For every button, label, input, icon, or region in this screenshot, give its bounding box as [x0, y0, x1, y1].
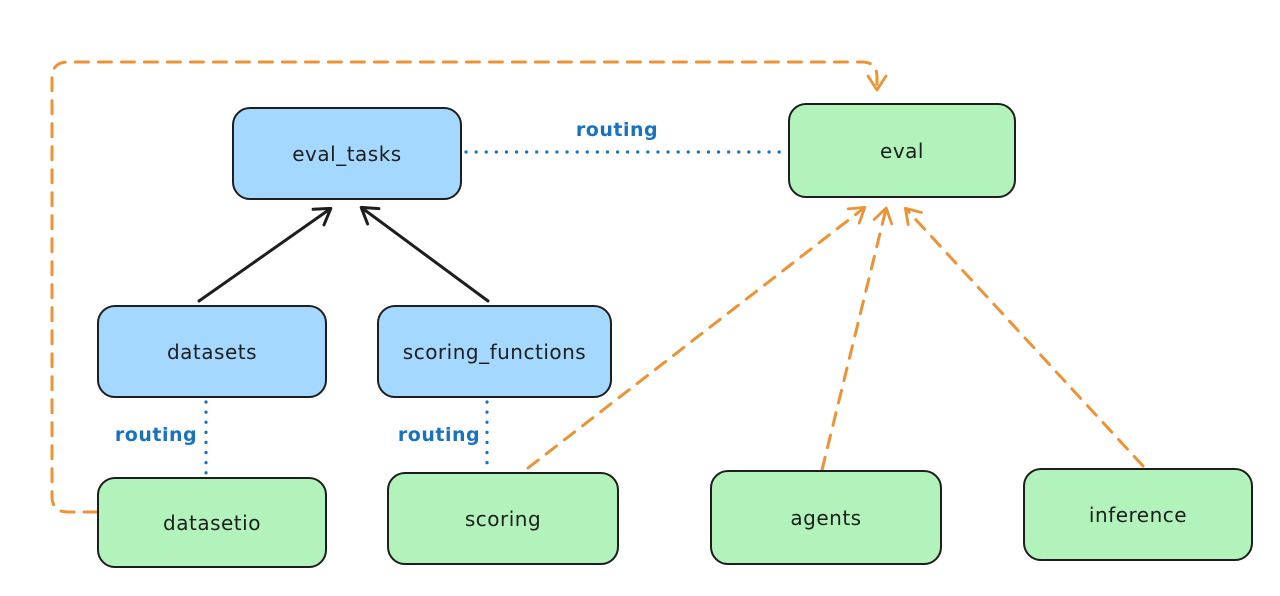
node-agents-label: agents — [790, 505, 862, 530]
routing-label-scoring-functions-scoring: routing — [397, 424, 481, 446]
node-eval-label: eval — [880, 138, 924, 163]
node-scoring-label: scoring — [464, 506, 542, 531]
node-datasetio-label: datasetio — [163, 510, 261, 535]
arrow-scoring-functions-to-eval-tasks — [359, 205, 490, 303]
node-inference: inference — [1023, 468, 1253, 561]
arrow-scoring-to-eval — [526, 205, 867, 470]
routing-label-eval-tasks-eval: routing — [575, 119, 659, 141]
node-datasets: datasets — [97, 305, 327, 398]
node-datasetio: datasetio — [97, 477, 327, 568]
arrow-datasetio-to-eval — [50, 60, 888, 514]
node-scoring-functions: scoring_functions — [377, 305, 612, 398]
node-datasets-label: datasets — [166, 339, 258, 364]
arrow-agents-to-eval — [820, 206, 894, 472]
routing-label-datasets-datasetio: routing — [114, 424, 198, 446]
arrow-datasets-to-eval-tasks — [197, 206, 333, 303]
node-eval: eval — [788, 103, 1016, 198]
arrow-inference-to-eval — [903, 206, 1145, 468]
node-scoring-functions-label: scoring_functions — [402, 339, 587, 364]
node-eval-tasks: eval_tasks — [232, 107, 462, 200]
node-agents: agents — [710, 470, 942, 565]
node-inference-label: inference — [1088, 502, 1188, 527]
node-eval-tasks-label: eval_tasks — [292, 141, 402, 166]
node-scoring: scoring — [387, 472, 619, 565]
